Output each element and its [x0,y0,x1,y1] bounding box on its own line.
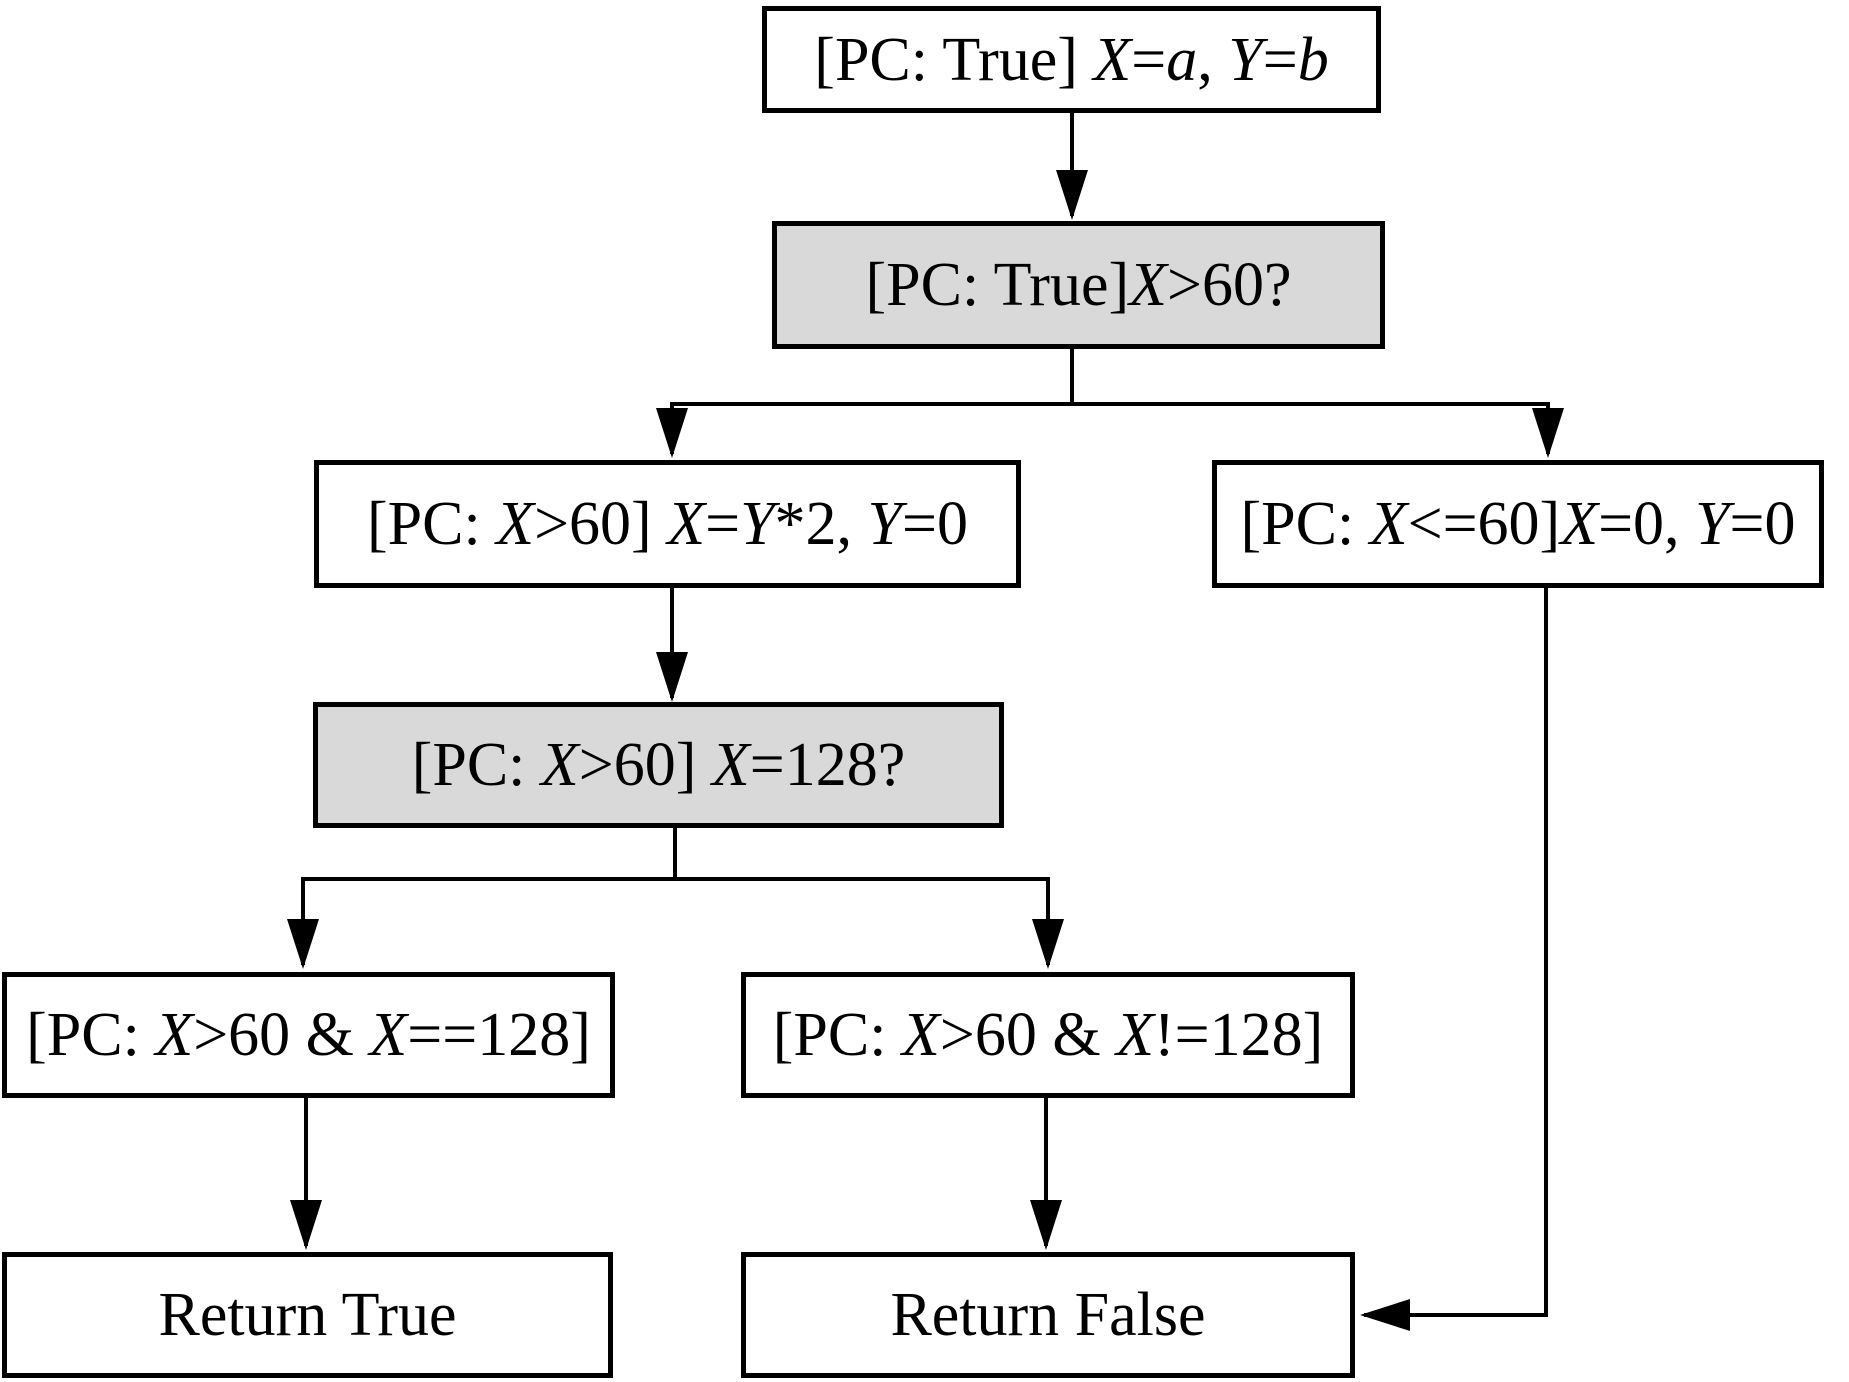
edge-cond2-pc-neq [673,877,1064,969]
node-return-false-label: Return False [890,1281,1206,1349]
node-branch-true: [PC: X>60] X=Y*2, Y=0 [314,460,1021,588]
edge-cond2-pc-eq [287,826,677,969]
node-pc-eq: [PC: X>60 & X==128] [2,972,615,1098]
node-return-false: Return False [741,1252,1355,1378]
node-branch-true-label: [PC: X>60] X=Y*2, Y=0 [367,490,968,558]
node-pc-neq: [PC: X>60 & X!=128] [741,972,1355,1098]
edge-cond1-branch-true [656,347,1074,458]
node-return-true: Return True [2,1252,613,1378]
node-cond1-label: [PC: True]X>60? [865,251,1292,319]
node-pc-eq-label: [PC: X>60 & X==128] [26,1001,591,1069]
node-init: [PC: True] X=a, Y=b [762,6,1381,113]
edge-branch-false-return-false [1360,586,1548,1331]
edge-cond1-branch-false [1070,402,1564,458]
node-cond2-label: [PC: X>60] X=128? [411,731,906,799]
node-cond2: [PC: X>60] X=128? [313,702,1004,828]
node-branch-false-label: [PC: X<=60]X=0, Y=0 [1240,490,1796,558]
node-init-label: [PC: True] X=a, Y=b [814,25,1329,94]
node-branch-false: [PC: X<=60]X=0, Y=0 [1212,460,1824,588]
node-cond1: [PC: True]X>60? [772,221,1385,349]
node-pc-neq-label: [PC: X>60 & X!=128] [772,1001,1324,1069]
node-return-true-label: Return True [158,1281,457,1349]
